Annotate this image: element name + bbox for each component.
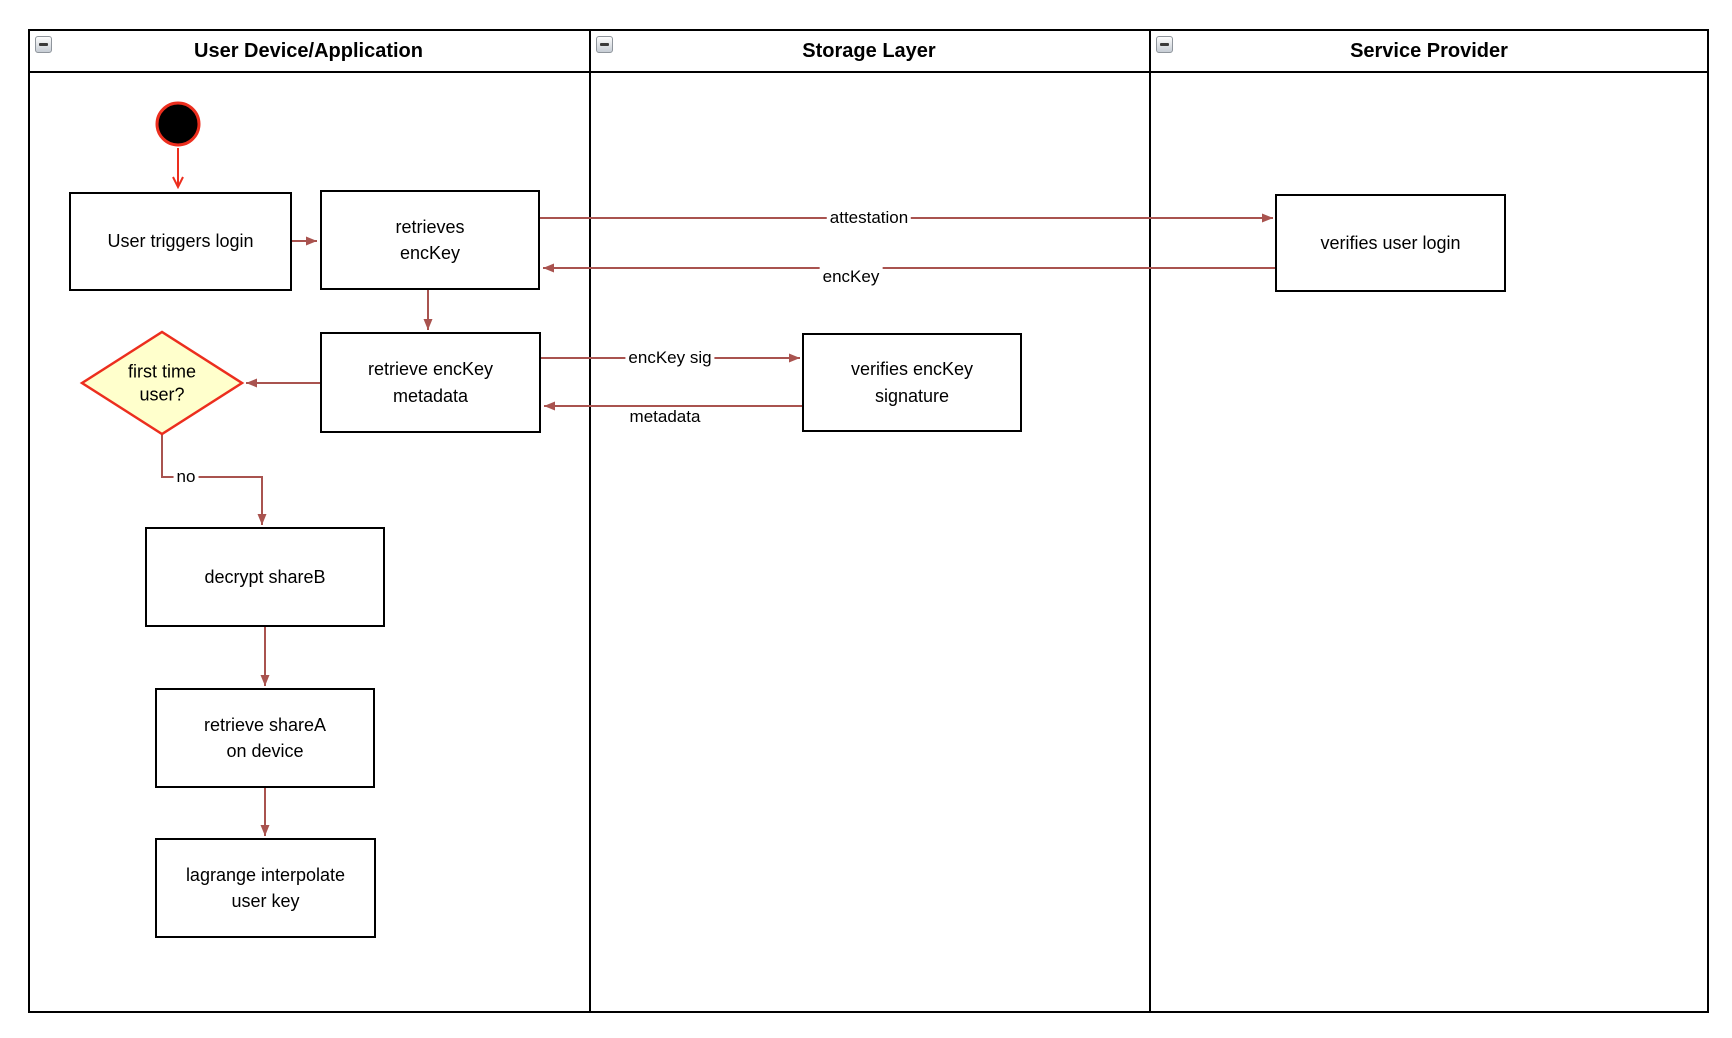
node-label: verifies user login <box>1320 232 1461 253</box>
lane-header-separator <box>30 71 1707 73</box>
edge-label-no: no <box>173 467 199 487</box>
edge-label-enckey: encKey <box>819 267 883 287</box>
lane-divider <box>589 31 591 1011</box>
lane-divider <box>1149 31 1151 1011</box>
decision-label: first time user? <box>127 361 197 405</box>
node-verifies-enckey-signature[interactable]: verifies encKey signature <box>802 333 1022 432</box>
node-retrieve-enckey-metadata[interactable]: retrieve encKey metadata <box>320 332 541 433</box>
lane-title: Storage Layer <box>802 40 936 62</box>
minus-glyph <box>39 43 48 46</box>
node-label: User triggers login <box>107 231 254 252</box>
node-user-triggers-login[interactable]: User triggers login <box>69 192 292 291</box>
lane-header-user-device[interactable]: User Device/Application <box>30 31 587 72</box>
lane-title: User Device/Application <box>194 40 423 62</box>
node-label: retrieve shareA on device <box>203 714 327 761</box>
node-label: lagrange interpolate user key <box>185 864 346 911</box>
node-retrieves-enckey[interactable]: retrieves encKey <box>320 190 540 290</box>
edge-label-enckey-sig: encKey sig <box>625 348 715 368</box>
node-verifies-user-login[interactable]: verifies user login <box>1275 194 1506 292</box>
collapse-icon[interactable] <box>35 36 52 53</box>
collapse-icon[interactable] <box>1156 36 1173 53</box>
node-lagrange-interpolate[interactable]: lagrange interpolate user key <box>155 838 376 938</box>
collapse-icon[interactable] <box>596 36 613 53</box>
node-label: retrieve encKey metadata <box>367 359 494 406</box>
node-label: verifies encKey signature <box>850 359 974 406</box>
node-label: retrieves encKey <box>395 216 465 263</box>
node-label: decrypt shareB <box>204 566 326 587</box>
lane-title: Service Provider <box>1350 40 1508 62</box>
minus-glyph <box>1160 43 1169 46</box>
lane-header-storage-layer[interactable]: Storage Layer <box>591 31 1147 72</box>
edge-label-metadata: metadata <box>626 407 704 427</box>
node-decrypt-shareb[interactable]: decrypt shareB <box>145 527 385 627</box>
minus-glyph <box>600 43 609 46</box>
lane-header-service-provider[interactable]: Service Provider <box>1151 31 1707 72</box>
node-retrieve-sharea[interactable]: retrieve shareA on device <box>155 688 375 788</box>
edge-label-attestation: attestation <box>826 208 912 228</box>
